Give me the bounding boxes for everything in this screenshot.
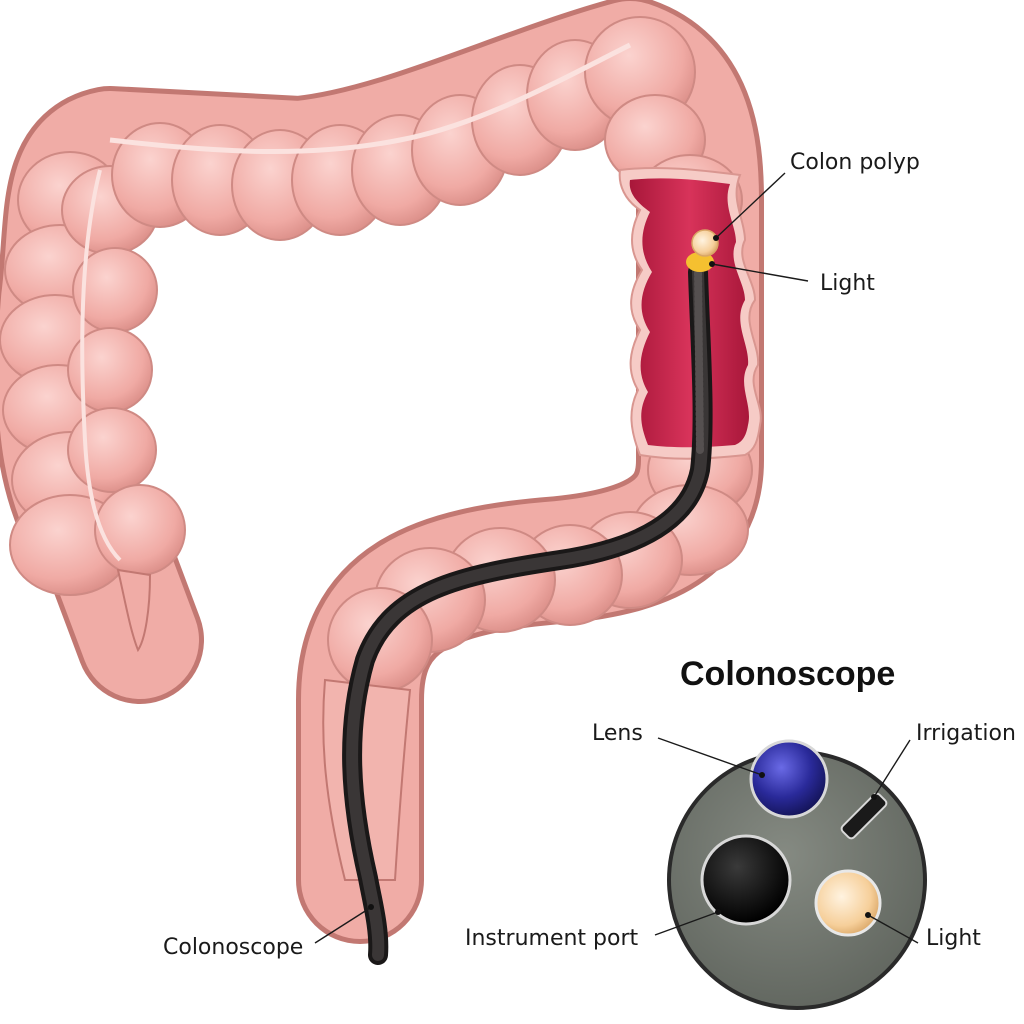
colonoscope-tip-detail: Colonoscope Lens Irrigation Instrument p… [465,655,1016,1010]
lens-window [749,739,829,819]
colon [0,0,764,944]
instrument-port [700,834,792,926]
taenia-band-ascending [80,169,122,562]
irrigation-nozzle [840,792,888,840]
colonoscope-tube [342,262,713,965]
scope-light-glow [686,252,714,272]
svg-text:Lens: Lens [592,721,643,746]
svg-text:Instrument port: Instrument port [465,926,639,951]
svg-text:Light: Light [926,926,981,951]
colon-polyp [691,229,719,257]
label-colon-polyp: Colon polyp [713,150,920,241]
label-irrigation: Irrigation [871,721,1016,800]
svg-text:Colon polyp: Colon polyp [790,150,920,175]
svg-text:Light: Light [820,271,875,296]
label-light: Light [865,912,981,951]
colonoscope-tube-ribbing [694,268,704,454]
label-instrument-port: Instrument port [465,909,721,951]
svg-text:Colonoscope: Colonoscope [163,935,303,960]
appendix [116,568,152,653]
label-lens: Lens [592,721,765,778]
tip-detail-title: Colonoscope [680,655,895,693]
label-colonoscope-tube: Colonoscope [163,904,374,960]
light-source [814,869,882,937]
label-light-top: Light [709,261,875,296]
svg-text:Irrigation: Irrigation [916,721,1016,746]
taenia-band-transverse [109,42,632,155]
